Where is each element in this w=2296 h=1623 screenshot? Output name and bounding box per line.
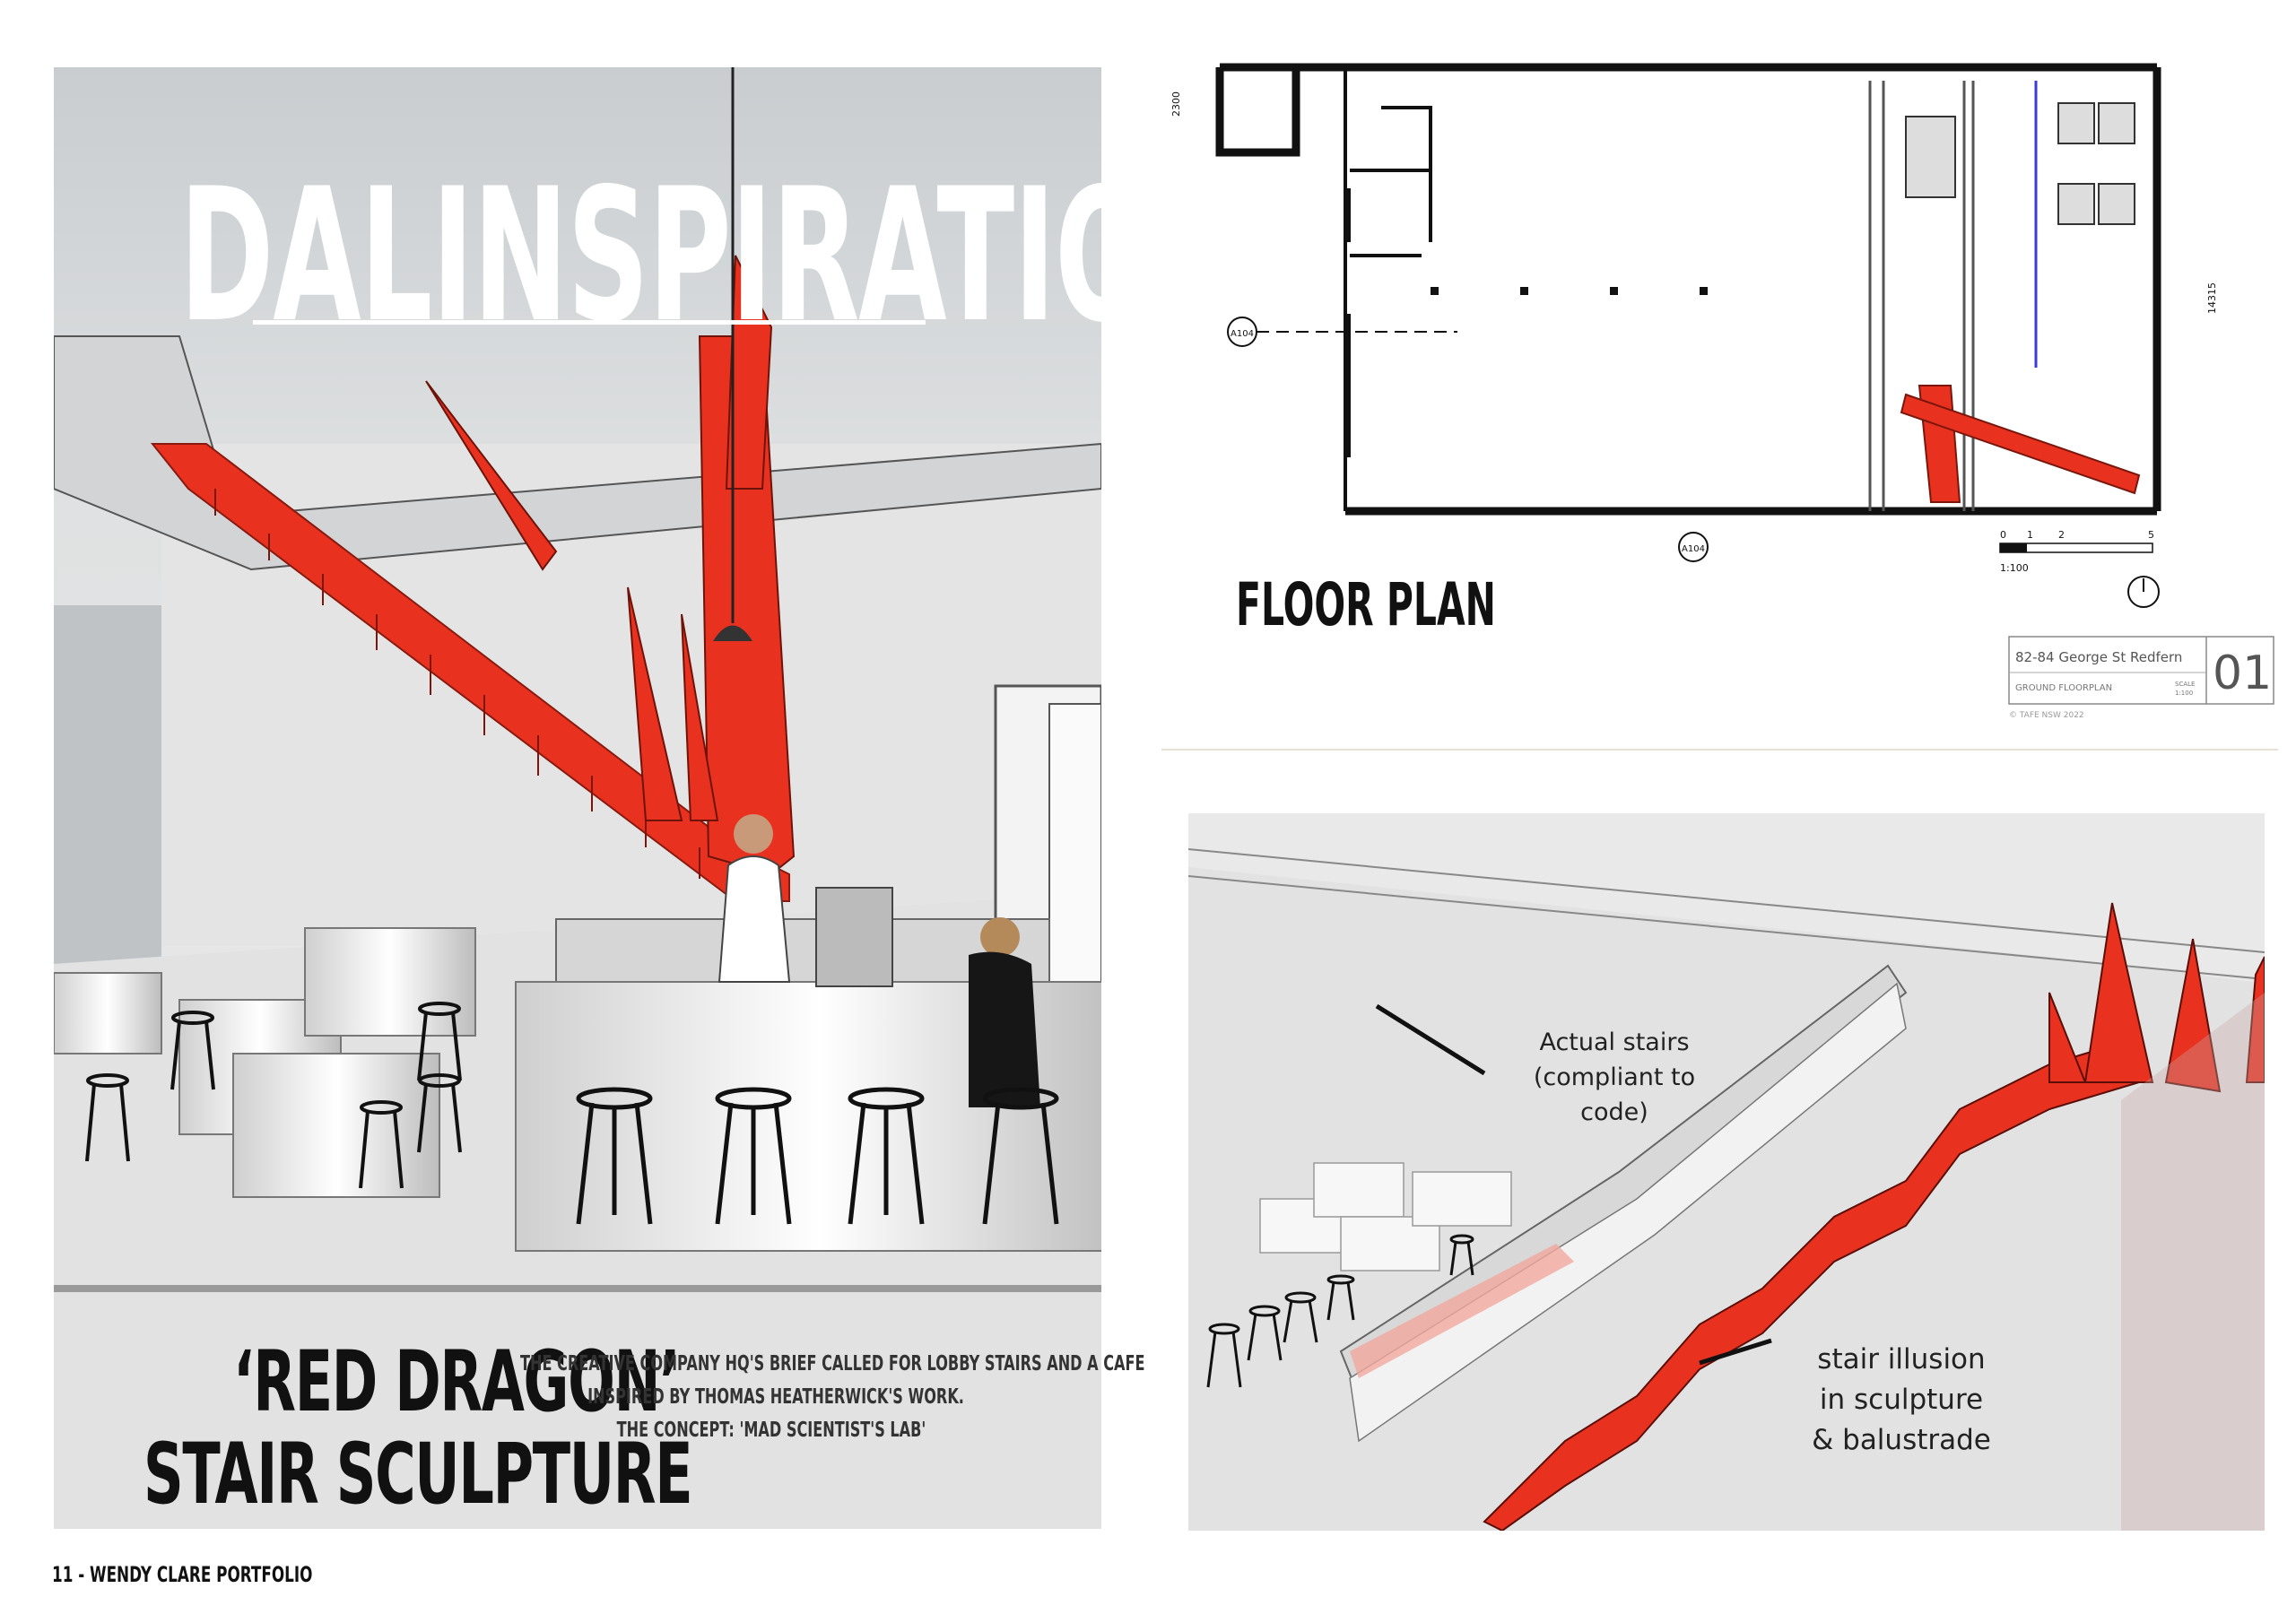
- sheet-number: 01: [2213, 647, 2272, 700]
- project-title: ‘RED DRAGON’: [233, 1333, 681, 1431]
- annotation-illusion-line-1: stair illusion: [1817, 1343, 1986, 1376]
- section-marker-left: A104: [1231, 329, 1254, 339]
- annotation-stair-illusion: stair illusion in sculpture & balustrade: [1794, 1340, 2009, 1461]
- floor-plan-svg: A104 A104 2300 14315 0 1 2 5 1:100 82-84…: [1170, 63, 2274, 720]
- floor-plan-label: FLOOR PLAN: [1236, 570, 1496, 639]
- annotation-actual-line-3: code): [1580, 1098, 1648, 1126]
- interior-render: DALINSPIRATION ‘RED DRAGON’ STAIR SCULPT…: [54, 67, 1101, 1529]
- annotation-actual-line-2: (compliant to: [1533, 1063, 1696, 1091]
- divider: [1161, 749, 2278, 751]
- section-marker-bottom: A104: [1682, 544, 1705, 554]
- render-illustration: [54, 67, 1101, 1529]
- chef-figure: [718, 814, 791, 983]
- annotation-actual-line-1: Actual stairs: [1539, 1028, 1690, 1056]
- brief-line-3: THE CONCEPT: 'MAD SCIENTIST'S LAB': [616, 1419, 926, 1442]
- title-block-sheet-name: GROUND FLOORPLAN: [2015, 683, 2112, 693]
- scale-ratio: 1:100: [2000, 562, 2029, 574]
- sketch-render: [1188, 813, 2265, 1531]
- annotation-illusion-line-2: in sculpture: [1819, 1384, 1984, 1416]
- brief-line-2: INSPIRED BY THOMAS HEATHERWICK'S WORK.: [587, 1385, 964, 1409]
- scale-tick-5: 5: [2148, 529, 2154, 541]
- title-block-address: 82-84 George St Redfern: [2015, 649, 2182, 665]
- dimension-right: 14315: [2206, 282, 2218, 314]
- floor-plan-drawing: A104 A104 2300 14315 0 1 2 5 1:100 82-84…: [1161, 27, 2278, 744]
- title-block-scale-label: SCALE: [2175, 681, 2195, 688]
- scale-tick-2: 2: [2058, 529, 2065, 541]
- dimension-left: 2300: [1170, 91, 1182, 117]
- title-block-scale-value: 1:100: [2175, 690, 2193, 697]
- annotation-actual-stairs: Actual stairs (compliant to code): [1498, 1025, 1731, 1130]
- dragon-sculpture: [425, 255, 796, 876]
- bar-stools: [576, 1087, 1059, 1225]
- scale-tick-1: 1: [2027, 529, 2033, 541]
- portfolio-footer: 11 - WENDY CLARE PORTFOLIO: [52, 1562, 313, 1587]
- page-title: DALINSPIRATION: [179, 150, 1101, 363]
- sketch-illustration: [1188, 813, 2265, 1531]
- scale-tick-0: 0: [2000, 529, 2006, 541]
- project-subtitle: STAIR SCULPTURE: [144, 1426, 693, 1523]
- annotation-illusion-line-3: & balustrade: [1812, 1424, 1991, 1456]
- red-stair: [150, 443, 790, 902]
- brief-line-1: THE CREATIVE COMPANY HQ'S BRIEF CALLED F…: [520, 1352, 1145, 1376]
- cafe-tables: [54, 927, 476, 1198]
- north-arrow-icon: [2127, 576, 2160, 608]
- copyright: © TAFE NSW 2022: [2009, 711, 2084, 720]
- seated-customer: [969, 917, 1040, 1107]
